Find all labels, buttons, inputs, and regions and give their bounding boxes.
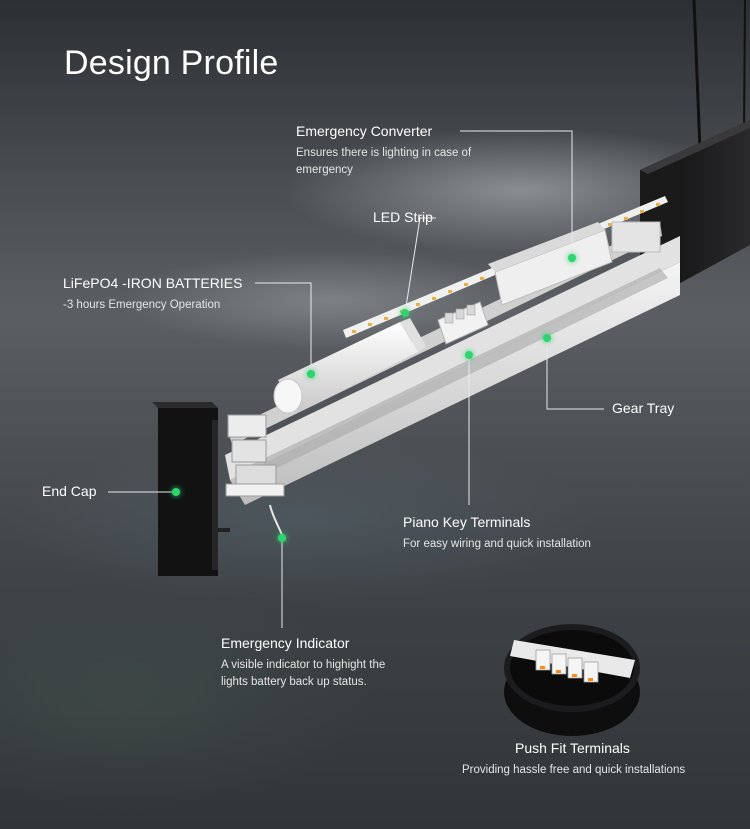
desc-push-fit: Providing hassle free and quick installa… bbox=[462, 764, 686, 776]
suspension-cable bbox=[692, 0, 702, 151]
leader-batteries bbox=[255, 282, 312, 372]
label-piano-key: Piano Key Terminals bbox=[403, 514, 531, 530]
label-end-cap: End Cap bbox=[42, 483, 97, 499]
desc-emergency-converter: Ensures there is lighting in case of eme… bbox=[296, 147, 472, 176]
label-emergency-converter: Emergency Converter bbox=[296, 123, 433, 139]
battery-pack bbox=[278, 322, 418, 412]
label-gear-tray: Gear Tray bbox=[612, 400, 675, 416]
marker-emergency-converter bbox=[568, 254, 576, 262]
label-led-strip: LED Strip bbox=[373, 209, 433, 225]
leader-led-strip bbox=[404, 217, 436, 314]
marker-end-cap bbox=[172, 488, 180, 496]
marker-emergency-indicator bbox=[278, 534, 286, 542]
leader-lines bbox=[108, 130, 604, 628]
indicator-wire bbox=[269, 504, 283, 536]
suspension-cable-2 bbox=[743, 0, 746, 131]
label-batteries: LiFePO4 -IRON BATTERIES bbox=[63, 275, 243, 291]
gear-tray-top bbox=[225, 236, 680, 480]
profile-end-upper bbox=[227, 414, 267, 438]
leader-emergency-converter bbox=[460, 130, 573, 258]
desc-emergency-indicator: A visible indicator to highight the ligh… bbox=[221, 659, 386, 688]
marker-led-strip bbox=[401, 309, 409, 317]
label-push-fit: Push Fit Terminals bbox=[515, 740, 630, 756]
label-emergency-indicator: Emergency Indicator bbox=[221, 635, 350, 651]
piano-key-block bbox=[437, 301, 489, 345]
desc-batteries: -3 hours Emergency Operation bbox=[63, 299, 221, 311]
page-title: Design Profile bbox=[64, 44, 279, 82]
marker-batteries bbox=[307, 370, 315, 378]
leader-gear-tray bbox=[546, 338, 604, 410]
marker-piano-key bbox=[465, 351, 473, 359]
push-fit-terminal-disc bbox=[504, 624, 640, 736]
desc-piano-key: For easy wiring and quick installation bbox=[403, 538, 591, 550]
marker-gear-tray bbox=[543, 334, 551, 342]
